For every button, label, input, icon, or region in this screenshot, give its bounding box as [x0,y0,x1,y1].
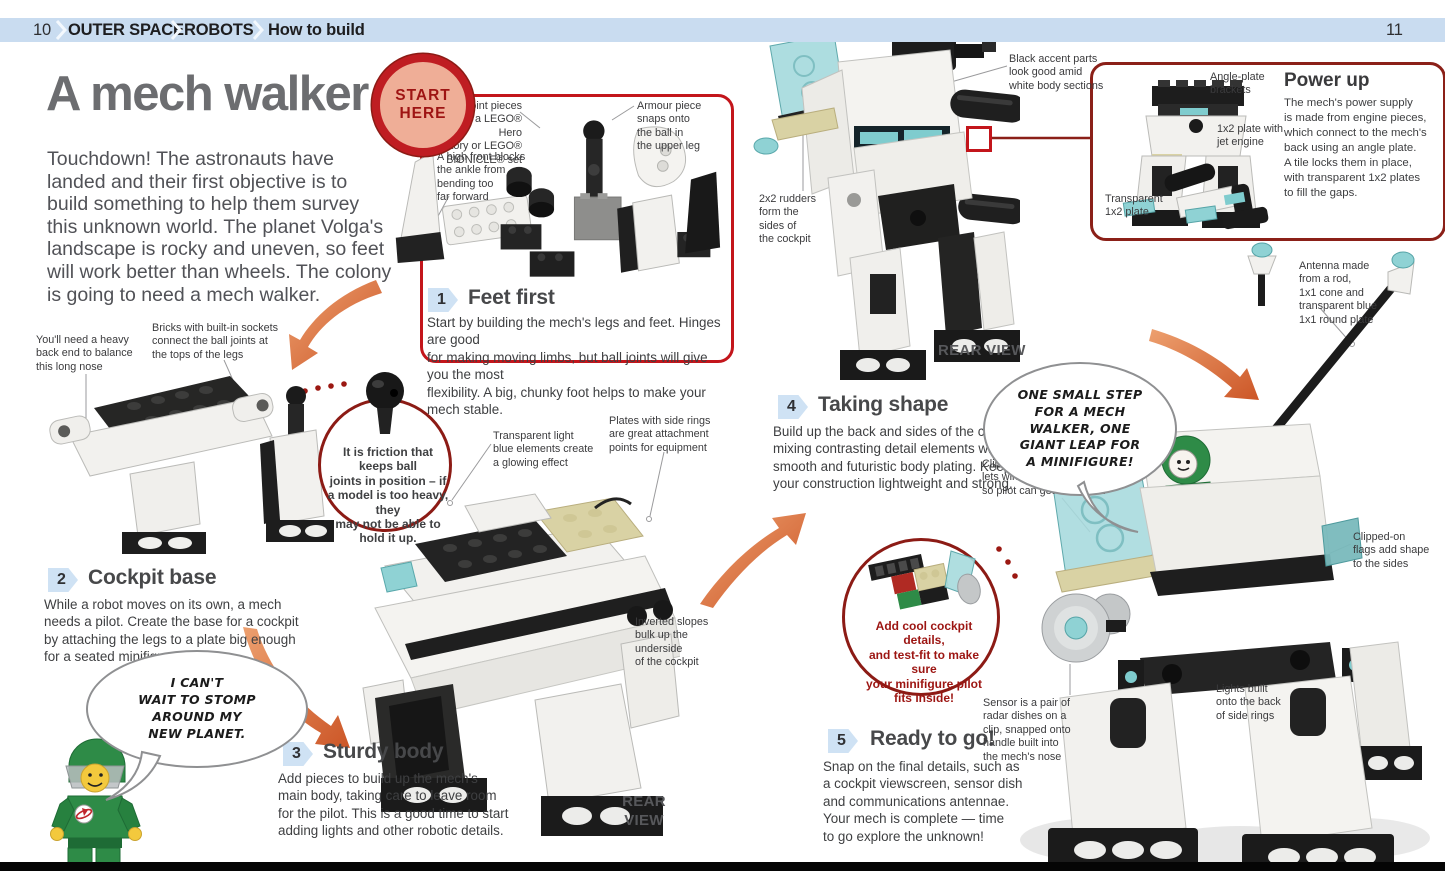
breadcrumb-section: OUTER SPACE [68,21,184,39]
step-title: Feet first [468,286,555,309]
annotation-transparent-plate: Transparent 1x2 plate [1105,193,1163,219]
breadcrumb-chevron-icon [251,18,265,42]
cockpit-details-photo [868,550,981,610]
annotation-jet-engine: 1x2 plate with jet engine [1217,123,1284,149]
step-number: 5 [828,729,858,753]
ball-joint-photo [366,372,404,434]
step-title: Cockpit base [88,566,217,589]
cockpit-details-callout: Add cool cockpit details, and test-fit t… [842,538,1000,705]
bottom-edge-bar [0,862,1445,871]
annotation-heavy-back: You'll need a heavy back end to balance … [36,334,133,373]
step-body: Start by building the mech's legs and fe… [427,315,721,418]
intro-paragraph: Touchdown! The astronauts have landed an… [47,148,392,306]
power-up-title: Power up [1284,70,1370,91]
annotation-flags: Clipped-on flags add shape to the sides [1353,531,1430,570]
rear-view-label: REAR VIEW [622,793,666,829]
friction-callout-text: It is friction that keeps ball joints in… [327,445,449,546]
astronaut-minifigure-photo [50,738,142,869]
annotation-antenna: Antenna made from a rod, 1x1 cone and tr… [1299,260,1378,326]
step-body: Add pieces to build up the mech's main b… [278,771,509,839]
step-number: 2 [48,568,78,592]
power-up-body: The mech's power supply is made from eng… [1284,97,1427,200]
step-body: Build up the back and sides of the cockp… [773,424,1023,492]
breadcrumb-subsection: How to build [268,21,365,39]
annotation-lights: Lights built onto the back of side rings [1216,683,1281,722]
step-number: 4 [778,395,808,419]
step-title: Taking shape [818,393,949,416]
speech-bubble-pilot: ONE SMALL STEP FOR A MECH WALKER, ONE GI… [983,362,1177,496]
header-bar [0,18,1445,42]
start-here-badge: START HERE [372,54,474,156]
detail-marker-square [966,126,992,152]
page-number-right: 11 [1386,21,1403,39]
page-number-left: 10 [33,21,51,39]
flow-arrow [700,513,806,608]
cockpit-base-photo [49,376,334,554]
step-number: 3 [283,742,313,766]
page-title: A mech walker [46,67,369,121]
annotation-black-accent: Black accent parts look good amid white … [1009,53,1104,92]
step-title: Ready to go! [870,727,995,750]
breadcrumb-chapter: ROBOTS [184,21,254,39]
annotation-transparent-light: Transparent light blue elements create a… [493,430,594,469]
rear-view-robot-photo [753,33,1020,380]
annotation-inverted-slopes: Inverted slopes bulk up the underside of… [635,616,709,669]
annotation-rudders: 2x2 rudders form the sides of the cockpi… [759,193,817,246]
step-body: Snap on the final details, such as a coc… [823,759,1023,844]
annotation-angle-plate: Angle-plate brackets [1210,71,1265,97]
rear-view-label: REAR VIEW [938,342,1026,359]
annotation-side-rings: Plates with side rings are great attachm… [609,415,711,454]
annotation-armour: Armour piece snaps onto the ball in the … [637,100,702,153]
main-body-photo [362,493,680,836]
power-up-photo [1122,80,1269,230]
cockpit-details-text: Add cool cockpit details, and test-fit t… [866,619,982,705]
breadcrumb-chevron-icon [169,18,183,42]
feet-pieces-photo [395,120,721,277]
annotation-sensor: Sensor is a pair of radar dishes on a cl… [983,697,1071,763]
step-title: Sturdy body [323,740,444,763]
annotation-bricks-sockets: Bricks with built-in sockets connect the… [152,322,278,361]
breadcrumb-chevron-icon [54,18,68,42]
annotation-high-front: A high front blocks the ankle from bendi… [437,151,526,204]
speech-bubble-astronaut: I CAN'T WAIT TO STOMP AROUND MY NEW PLAN… [86,650,308,768]
